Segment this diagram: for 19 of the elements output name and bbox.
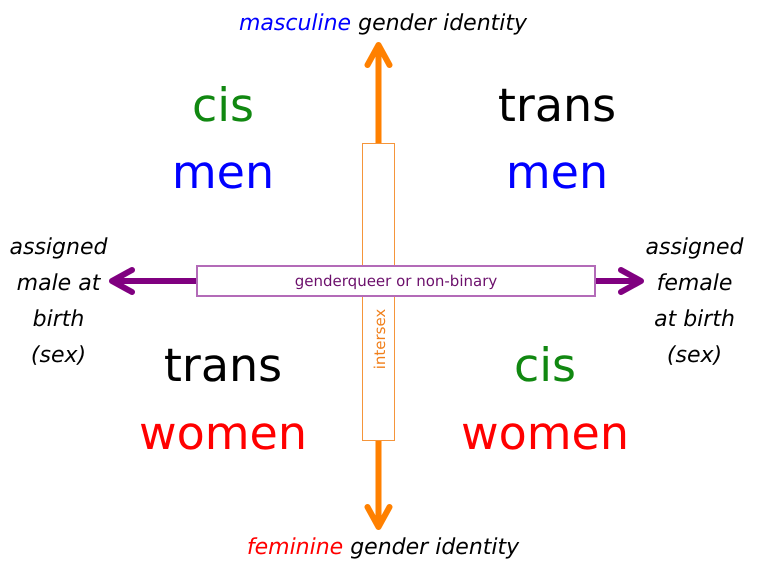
band-label: intersex [370,308,388,370]
quadrant-label: trans [498,78,616,132]
arrow [109,267,196,295]
quadrant-label: women [460,406,630,460]
quadrant-label: men [172,145,274,199]
axis-label: assigned female at birth (sex) [644,230,745,374]
quadrant-label: women [138,406,308,460]
quadrant-label: cis [192,78,254,132]
quadrant-label: trans [164,338,282,392]
axis-label: feminine gender identity [246,530,520,566]
arrow [364,42,392,143]
axis-label: assigned male at birth (sex) [8,230,109,374]
horizontal-band [196,265,596,297]
axis-label: masculine gender identity [238,6,528,42]
quadrant-label: cis [514,338,576,392]
arrow [596,267,644,295]
quadrant-label: men [506,145,608,199]
band-label: genderqueer or non-binary [294,272,498,290]
arrow [364,441,392,530]
